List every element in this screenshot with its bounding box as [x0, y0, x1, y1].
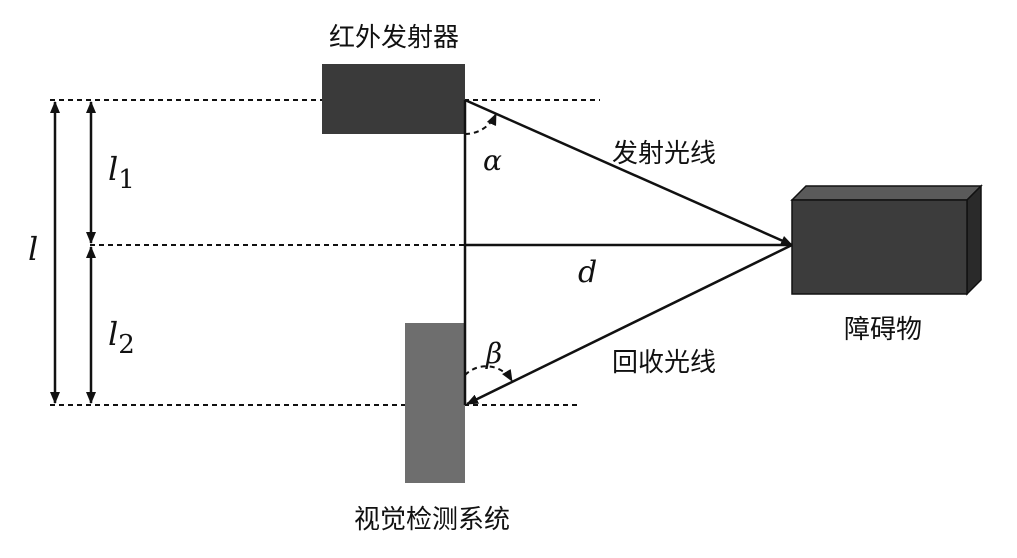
camera-label: 视觉检测系统 [354, 505, 510, 535]
total-length-symbol: l [28, 230, 38, 268]
l1-symbol: l1 [108, 150, 135, 195]
obstacle-front-face [791, 199, 968, 295]
alpha-angle-arc [464, 113, 497, 135]
beta-symbol: β [485, 337, 502, 370]
vision-system-block [405, 323, 465, 483]
alpha-symbol: α [483, 144, 502, 177]
obstacle-top-face [790, 185, 983, 201]
obstacle-label: 障碍物 [844, 315, 922, 345]
infrared-emitter-block [322, 64, 465, 134]
obstacle-side-face [966, 184, 982, 296]
return-ray-label: 回收光线 [612, 348, 716, 378]
beta-angle-arc [464, 365, 513, 382]
l2-subscript: 2 [118, 330, 135, 360]
emit-ray-label: 发射光线 [612, 139, 716, 169]
distance-d-symbol: d [578, 255, 597, 290]
emit-ray-line [464, 98, 793, 247]
emitter-label: 红外发射器 [329, 23, 459, 53]
return-ray-line [466, 243, 793, 406]
l2-symbol: l2 [108, 315, 135, 360]
l1-subscript: 1 [118, 165, 135, 195]
